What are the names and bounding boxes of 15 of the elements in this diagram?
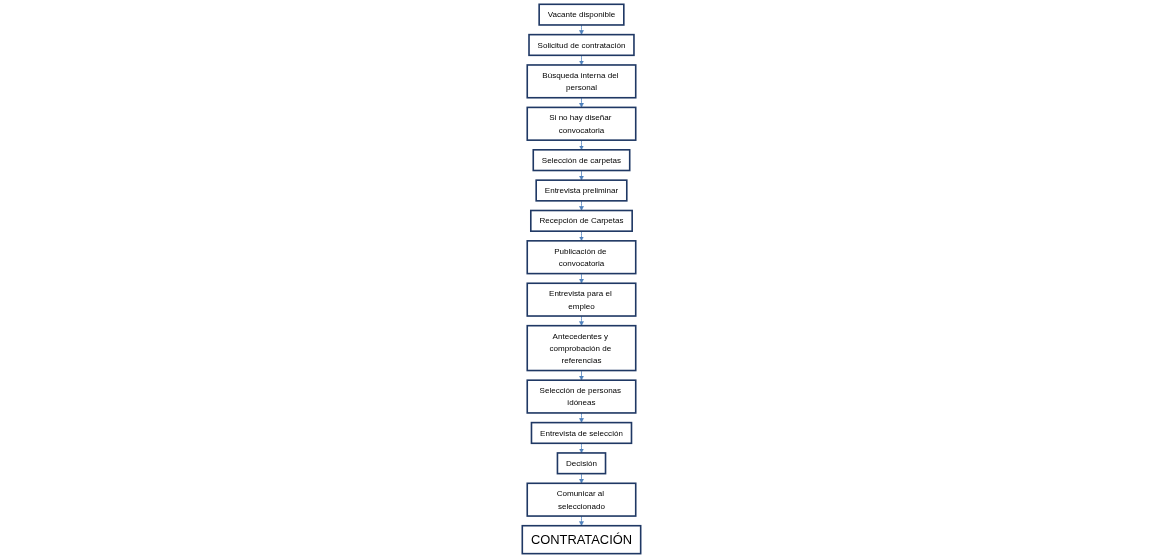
node-box: Publicación de convocatoria <box>526 240 637 275</box>
node-box: Comunicar al seleccionado <box>526 482 637 517</box>
node-box: Decisión <box>556 452 607 475</box>
node-box: Antecedentes y comprobación de referencias <box>526 324 637 372</box>
node-box: Vacante disponible <box>538 3 625 26</box>
node-box: Recepción de Carpetas <box>530 209 633 232</box>
node-box: Solicitud de contratación <box>528 33 635 57</box>
node-box: Entrevista de selección <box>530 421 633 445</box>
node-box: Si no hay diseñar convocatoria <box>526 106 637 141</box>
node-box: Entrevista para el empleo <box>526 282 637 317</box>
node-box: CONTRATACIÓN <box>521 524 642 555</box>
node-box: Selección de personas idóneas <box>526 379 637 414</box>
node-box: Entrevista preliminar <box>535 179 628 202</box>
node-box: Búsqueda interna del personal <box>526 64 637 99</box>
node-box: Selección de carpetas <box>532 149 631 172</box>
